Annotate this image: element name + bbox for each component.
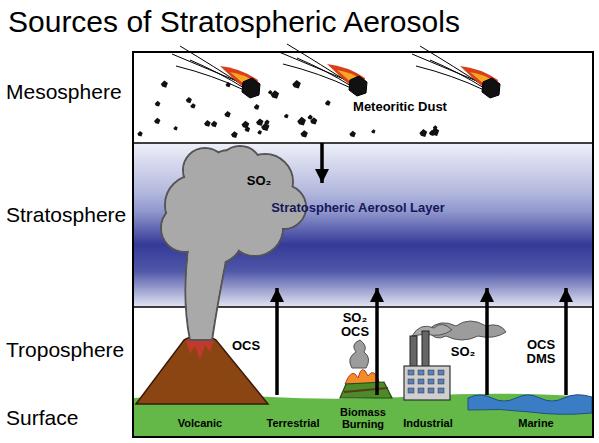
gas-label: SO₂ (451, 345, 476, 359)
layer-boundary (134, 142, 592, 144)
layer-heading: Surface (6, 407, 78, 429)
source-label: Marine (518, 418, 553, 430)
source-label: Industrial (403, 418, 453, 430)
atmosphere-band: Stratospheric Aerosol Layer Stratosphere (0, 143, 593, 307)
atmosphere-band: MesosphereMeteoritic Dust (0, 52, 593, 143)
mesosphere-band (134, 53, 592, 143)
source-label: Biomass Burning (340, 407, 386, 430)
volcanic-plume (161, 146, 306, 340)
source-label: Volcanic (178, 418, 222, 430)
gas-label: SO₂ OCS (341, 311, 369, 338)
atmosphere-band: Troposphere (0, 307, 593, 395)
layer-heading: Troposphere (6, 339, 124, 361)
flux-arrow (485, 288, 489, 395)
diagram-title: Sources of Stratospheric Aerosols (8, 6, 460, 38)
layer-heading: Mesosphere (6, 81, 122, 103)
flux-arrow (375, 288, 379, 395)
atmosphere-band: SurfaceVolcanic Terrestrial Biomass Burnin… (0, 395, 593, 437)
volcano (136, 336, 268, 405)
flux-arrow (320, 143, 324, 183)
frame (133, 52, 593, 437)
factory (404, 321, 506, 400)
flux-arrow (564, 288, 568, 395)
gas-label: OCS (232, 339, 260, 353)
flux-arrow (275, 288, 279, 395)
gas-label: SO₂ (247, 174, 272, 188)
ocean (468, 395, 592, 415)
gas-label: OCS DMS (527, 338, 556, 365)
layer-heading: Stratosphere (6, 204, 126, 226)
source-label: Meteoritic Dust (353, 100, 447, 114)
aerosol-layer: Stratospheric Aerosol Layer (134, 183, 592, 288)
biomass-fire (340, 340, 392, 398)
layer-label: Stratospheric Aerosol Layer (271, 201, 445, 215)
source-label: Terrestrial (267, 418, 320, 430)
